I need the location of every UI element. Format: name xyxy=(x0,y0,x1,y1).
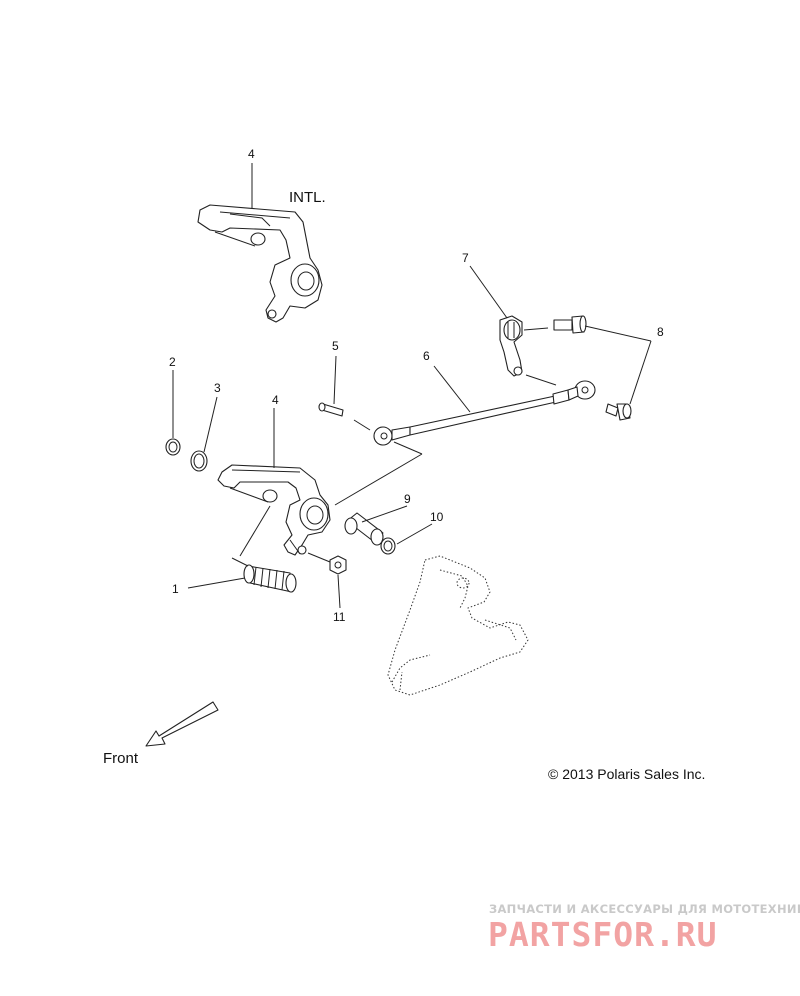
callout-11: 11 xyxy=(333,610,346,624)
shift-lever xyxy=(217,464,331,556)
callout-5: 5 xyxy=(332,339,339,353)
callout-3: 3 xyxy=(214,381,221,395)
washer-10 xyxy=(380,537,396,555)
callout-9: 9 xyxy=(404,492,411,506)
shift-lever-intl xyxy=(197,204,323,323)
copyright-text: © 2013 Polaris Sales Inc. xyxy=(548,766,705,782)
watermark-tagline: ЗАПЧАСТИ И АКСЕССУАРЫ ДЛЯ МОТОТЕХНИКИ xyxy=(489,902,800,916)
callout-4: 4 xyxy=(272,393,279,407)
bolt-lower xyxy=(605,403,632,421)
shift-rod xyxy=(373,380,596,446)
bushing xyxy=(344,512,384,546)
retaining-clip xyxy=(165,438,181,456)
callout-8: 8 xyxy=(657,325,664,339)
callout-2: 2 xyxy=(169,355,176,369)
frame-bracket-reference xyxy=(387,555,529,696)
front-label: Front xyxy=(103,750,139,767)
leader-lines xyxy=(172,163,652,609)
pivot-pin xyxy=(318,402,344,417)
nut xyxy=(329,555,347,575)
intl-label: INTL. xyxy=(289,189,326,206)
callout-10: 10 xyxy=(430,510,444,524)
shift-arm xyxy=(499,315,523,377)
front-arrow-icon xyxy=(145,701,219,747)
callout-6: 6 xyxy=(423,349,430,363)
callout-4-intl: 4 xyxy=(248,147,255,161)
callout-7: 7 xyxy=(462,251,469,265)
callout-1: 1 xyxy=(172,582,179,596)
shift-peg xyxy=(243,564,297,593)
bolt-upper xyxy=(553,315,587,334)
watermark-brand: PARTSFOR.RU xyxy=(488,915,718,954)
